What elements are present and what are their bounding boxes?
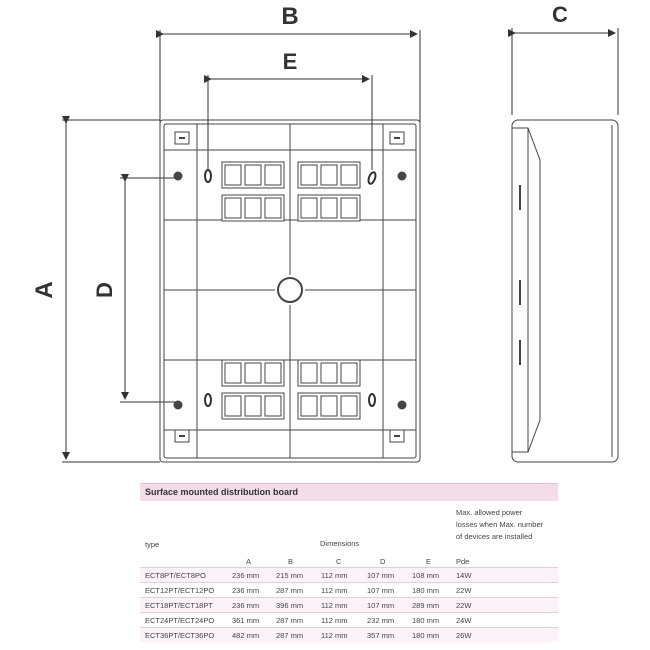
module-slot — [340, 395, 358, 417]
cell-c: 112 mm — [321, 631, 348, 640]
table-title-bar: Surface mounted distribution board — [140, 483, 558, 501]
header-power-note-2: losses when Max. number — [456, 520, 544, 529]
header-type: type — [145, 540, 160, 549]
cell-e: 289 mm — [412, 601, 440, 610]
cell-type: ECT12PT/ECT12PO — [145, 586, 215, 595]
cell-d: 107 mm — [367, 586, 395, 595]
cell-a: 236 mm — [232, 571, 260, 580]
cell-c: 112 mm — [321, 586, 348, 595]
module-slot — [224, 197, 242, 219]
cell-type: ECT36PT/ECT36PO — [145, 631, 215, 640]
header-power-note-3: of devices are installed — [456, 532, 533, 541]
table-row: ECT24PT/ECT24PO 361 mm 287 mm 112 mm 232… — [140, 612, 558, 627]
cell-c: 112 mm — [321, 616, 348, 625]
table-row: ECT18PT/ECT18PT 236 mm 396 mm 112 mm 107… — [140, 597, 558, 612]
dimension-b-label: B — [281, 3, 298, 30]
module-slot — [264, 362, 282, 384]
table-row: ECT36PT/ECT36PO 482 mm 287 mm 112 mm 357… — [140, 627, 558, 642]
cell-pde: 22W — [456, 586, 472, 595]
module-slot — [244, 362, 262, 384]
cell-type: ECT18PT/ECT18PT — [145, 601, 213, 610]
header-dimensions: Dimensions — [320, 539, 360, 548]
cell-b: 396 mm — [276, 601, 304, 610]
cell-type: ECT24PT/ECT24PO — [145, 616, 215, 625]
module-slot — [340, 197, 358, 219]
cell-pde: 24W — [456, 616, 472, 625]
module-slot — [264, 395, 282, 417]
table-title: Surface mounted distribution board — [145, 487, 299, 497]
cell-d: 107 mm — [367, 601, 395, 610]
cell-a: 482 mm — [232, 631, 260, 640]
corner-markers — [174, 131, 405, 443]
module-slot — [300, 362, 318, 384]
table-row: ECT12PT/ECT12PO 236 mm 287 mm 112 mm 107… — [140, 582, 558, 597]
cell-b: 215 mm — [276, 571, 304, 580]
dimension-b — [156, 30, 421, 125]
cell-e: 180 mm — [412, 631, 440, 640]
cell-b: 287 mm — [276, 586, 304, 595]
dimension-c-label: C — [552, 2, 568, 27]
mounting-slots — [204, 169, 377, 407]
subheader-b: B — [288, 557, 294, 566]
dimension-a-label: A — [31, 281, 58, 298]
dimension-e — [204, 75, 373, 170]
dimension-e-label: E — [283, 49, 298, 74]
module-slot — [300, 164, 318, 186]
cell-e: 180 mm — [412, 616, 440, 625]
module-slot — [244, 164, 262, 186]
cell-e: 180 mm — [412, 586, 440, 595]
module-slot — [320, 164, 338, 186]
cell-a: 361 mm — [232, 616, 260, 625]
cell-b: 287 mm — [276, 616, 304, 625]
board-front-view — [159, 119, 421, 463]
module-slot — [320, 362, 338, 384]
table-body: ECT8PT/ECT8PO 236 mm 215 mm 112 mm 107 m… — [140, 567, 558, 647]
subheader-d: D — [380, 557, 386, 566]
dimension-d-label: D — [92, 282, 117, 298]
board-side-view — [511, 119, 619, 463]
board-technical-drawing: B E A D C — [31, 2, 619, 463]
cell-e: 108 mm — [412, 571, 440, 580]
cell-pde: 14W — [456, 571, 472, 580]
module-slot — [264, 197, 282, 219]
cell-c: 112 mm — [321, 571, 348, 580]
subheader-e: E — [426, 557, 432, 566]
cell-d: 107 mm — [367, 571, 395, 580]
cell-a: 236 mm — [232, 586, 260, 595]
cell-d: 232 mm — [367, 616, 395, 625]
cell-pde: 22W — [456, 601, 472, 610]
module-slot — [300, 197, 318, 219]
dimension-c — [508, 28, 619, 115]
subheader-a: A — [246, 557, 252, 566]
header-power-note-1: Max. allowed power — [456, 508, 523, 517]
din-module-grid — [221, 161, 361, 420]
module-slot — [224, 362, 242, 384]
specification-table: Surface mounted distribution board type … — [140, 483, 558, 648]
module-slot — [340, 362, 358, 384]
subheader-c: C — [336, 557, 342, 566]
subheader-pde: Pde — [456, 557, 470, 566]
module-slot — [340, 164, 358, 186]
dimension-d — [120, 174, 178, 403]
module-slot — [244, 197, 262, 219]
module-slot — [244, 395, 262, 417]
cell-c: 112 mm — [321, 601, 348, 610]
cell-b: 287 mm — [276, 631, 304, 640]
dimension-a — [62, 116, 160, 463]
mounting-screws — [173, 171, 407, 410]
cell-type: ECT8PT/ECT8PO — [145, 571, 206, 580]
module-slot — [320, 395, 338, 417]
module-slot — [264, 164, 282, 186]
module-slot — [224, 164, 242, 186]
module-slot — [224, 395, 242, 417]
table-row: ECT8PT/ECT8PO 236 mm 215 mm 112 mm 107 m… — [140, 567, 558, 582]
module-slot — [320, 197, 338, 219]
cell-pde: 26W — [456, 631, 472, 640]
module-slot — [300, 395, 318, 417]
cell-a: 236 mm — [232, 601, 260, 610]
cell-d: 357 mm — [367, 631, 395, 640]
